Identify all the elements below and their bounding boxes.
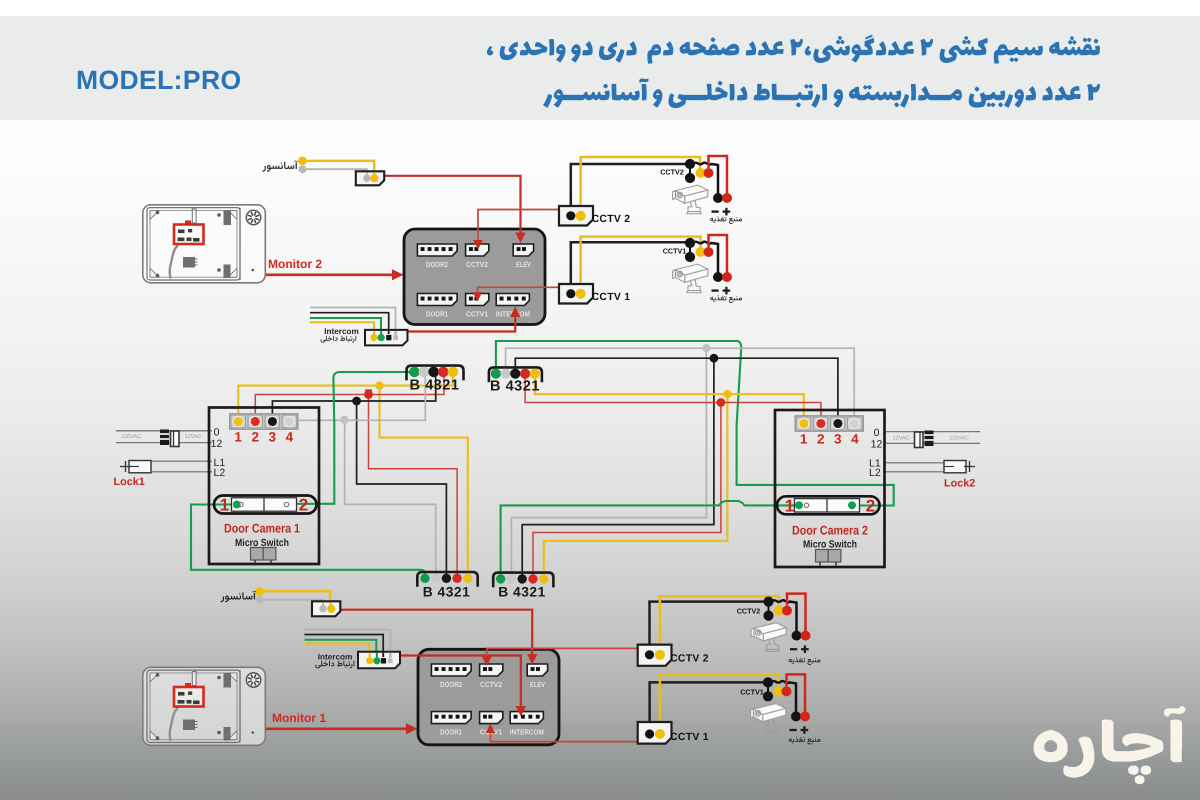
svg-text:L1: L1 (214, 457, 226, 469)
svg-text:220VAC: 220VAC (949, 436, 969, 442)
svg-text:CCTV 2: CCTV 2 (670, 653, 709, 664)
svg-text:Door Camera 2: Door Camera 2 (792, 523, 868, 537)
svg-text:B 4321: B 4321 (490, 378, 540, 394)
svg-text:DOOR2: DOOR2 (426, 260, 448, 269)
svg-text:B 4321: B 4321 (498, 585, 546, 600)
svg-text:Monitor 1: Monitor 1 (272, 711, 326, 725)
svg-text:CCTV 1: CCTV 1 (670, 732, 709, 743)
svg-text:Intercom: Intercom (318, 653, 353, 662)
svg-text:Monitor 2: Monitor 2 (268, 257, 322, 271)
svg-text:CCTV1: CCTV1 (740, 688, 764, 697)
svg-text:220VAC: 220VAC (121, 434, 141, 440)
svg-text:12VAC: 12VAC (893, 436, 910, 442)
svg-text:CCTV2: CCTV2 (737, 607, 761, 616)
svg-text:Lock2: Lock2 (944, 477, 975, 489)
svg-text:DOOR1: DOOR1 (426, 310, 448, 319)
svg-text:ELEV: ELEV (530, 680, 545, 689)
svg-text:CCTV 2: CCTV 2 (592, 214, 631, 225)
svg-text:2: 2 (866, 497, 875, 516)
svg-text:4: 4 (851, 431, 859, 446)
svg-text:3: 3 (269, 429, 277, 444)
svg-text:L2: L2 (869, 467, 881, 479)
svg-text:1: 1 (234, 429, 242, 444)
svg-text:MODEL:PRO: MODEL:PRO (76, 65, 242, 95)
svg-text:DOOR2: DOOR2 (440, 680, 462, 689)
svg-text:L1: L1 (869, 457, 881, 469)
svg-text:1: 1 (785, 497, 794, 516)
svg-text:Micro Switch: Micro Switch (235, 538, 289, 549)
svg-text:B 4321: B 4321 (409, 377, 459, 393)
svg-text:CCTV2: CCTV2 (466, 260, 488, 269)
svg-text:2: 2 (251, 429, 259, 444)
svg-text:INTERCOM: INTERCOM (510, 728, 544, 737)
svg-text:B 4321: B 4321 (423, 585, 471, 600)
svg-text:Door Camera 1: Door Camera 1 (224, 522, 300, 536)
svg-text:1: 1 (800, 431, 808, 446)
svg-text:2: 2 (299, 496, 308, 515)
svg-text:12VAC: 12VAC (185, 434, 202, 440)
svg-text:ELEV: ELEV (516, 260, 531, 269)
svg-text:CCTV2: CCTV2 (480, 680, 502, 689)
svg-text:Lock1: Lock1 (114, 476, 145, 488)
svg-text:12: 12 (211, 438, 223, 450)
svg-text:2: 2 (817, 431, 825, 446)
svg-text:Micro Switch: Micro Switch (803, 540, 857, 551)
svg-text:CCTV 1: CCTV 1 (592, 292, 631, 303)
svg-text:12: 12 (871, 439, 883, 451)
svg-text:CCTV1: CCTV1 (466, 310, 488, 319)
svg-text:CCTV2: CCTV2 (660, 168, 684, 177)
svg-text:DOOR1: DOOR1 (440, 728, 462, 737)
svg-text:3: 3 (834, 431, 842, 446)
svg-text:CCTV1: CCTV1 (663, 247, 687, 256)
svg-text:L2: L2 (214, 467, 226, 479)
svg-text:4: 4 (286, 429, 294, 444)
svg-text:Intercom: Intercom (324, 327, 359, 336)
svg-text:1: 1 (220, 496, 229, 515)
svg-text:0: 0 (874, 427, 880, 439)
svg-text:0: 0 (214, 427, 220, 439)
